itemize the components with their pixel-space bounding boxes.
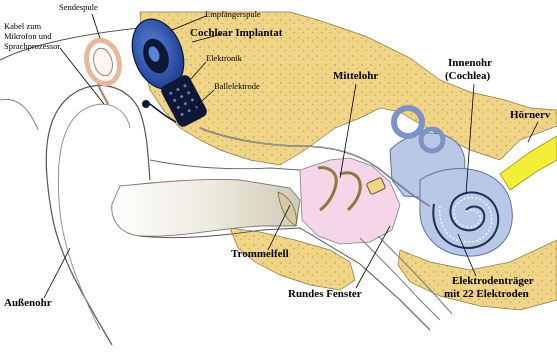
label-kabel-line-1: Kabel zum xyxy=(4,22,41,31)
label-elektronik: Elektronik xyxy=(206,54,242,63)
middle-ear-cavity xyxy=(300,158,400,244)
skin-line-head xyxy=(0,99,38,130)
label-hoernerv: Hörnerv xyxy=(510,110,550,122)
label-innenohr: Innenohr xyxy=(448,58,492,70)
label-elektrodentraeger: Elektrodenträger xyxy=(452,276,534,288)
label-empfaengerspule: Empfängerspule xyxy=(205,10,261,19)
label-kabel-line-3: Sprachprozessor xyxy=(4,42,60,51)
label-cochlear-implantat: Cochlear Implantat xyxy=(190,28,282,40)
transmitter-coil xyxy=(82,37,124,104)
ear-canal xyxy=(112,179,300,236)
label-mittelohr: Mittelohr xyxy=(333,71,378,83)
label-sendespule: Sendespule xyxy=(59,3,98,12)
label-elektroden-count: mit 22 Elektroden xyxy=(444,289,529,301)
label-kabel-line-2: Mikrofon und xyxy=(4,32,51,41)
ball-electrode xyxy=(142,100,150,108)
label-cochlea: (Cochlea) xyxy=(445,71,490,83)
label-trommelfell: Trommelfell xyxy=(231,249,289,261)
label-ballelektrode: Ballelektrode xyxy=(214,82,260,91)
label-aussenohr: Außenohr xyxy=(4,298,52,310)
label-rundes-fenster: Rundes Fenster xyxy=(288,289,362,301)
